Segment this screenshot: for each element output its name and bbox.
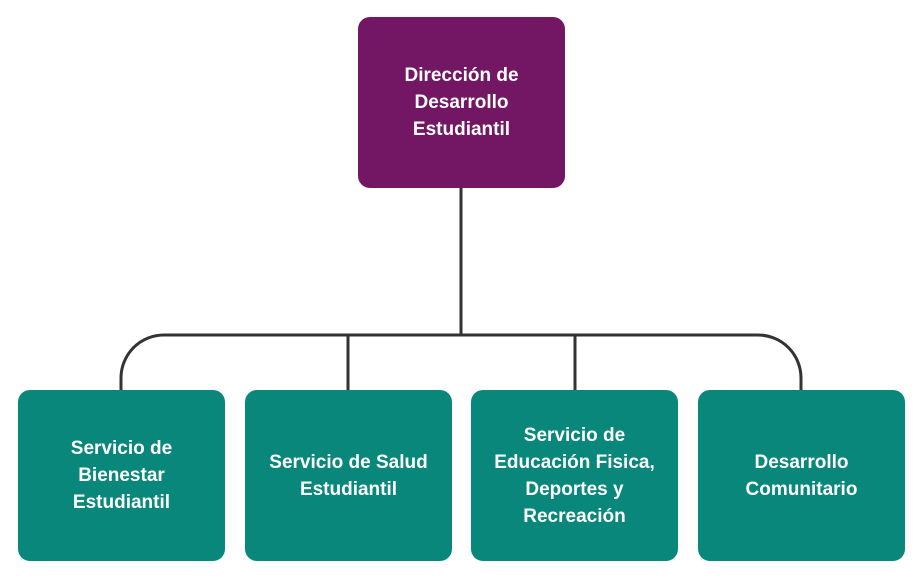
connector-horizontal-bar <box>119 333 803 390</box>
child-node-salud: Servicio de Salud Estudiantil <box>245 390 452 561</box>
child-node-bienestar: Servicio de Bienestar Estudiantil <box>18 390 225 561</box>
root-node-label: Dirección de Desarrollo Estudiantil <box>404 65 519 140</box>
child-node-label: Servicio de Educación Fisica, Deportes y… <box>494 424 655 527</box>
child-node-label: Desarrollo Comunitario <box>745 451 858 500</box>
child-node-label: Servicio de Salud Estudiantil <box>269 451 428 500</box>
child-node-desarrollo-comunitario: Desarrollo Comunitario <box>698 390 905 561</box>
child-node-educacion-fisica: Servicio de Educación Fisica, Deportes y… <box>471 390 678 561</box>
root-node-direccion: Dirección de Desarrollo Estudiantil <box>358 17 565 188</box>
child-node-label: Servicio de Bienestar Estudiantil <box>70 438 173 513</box>
